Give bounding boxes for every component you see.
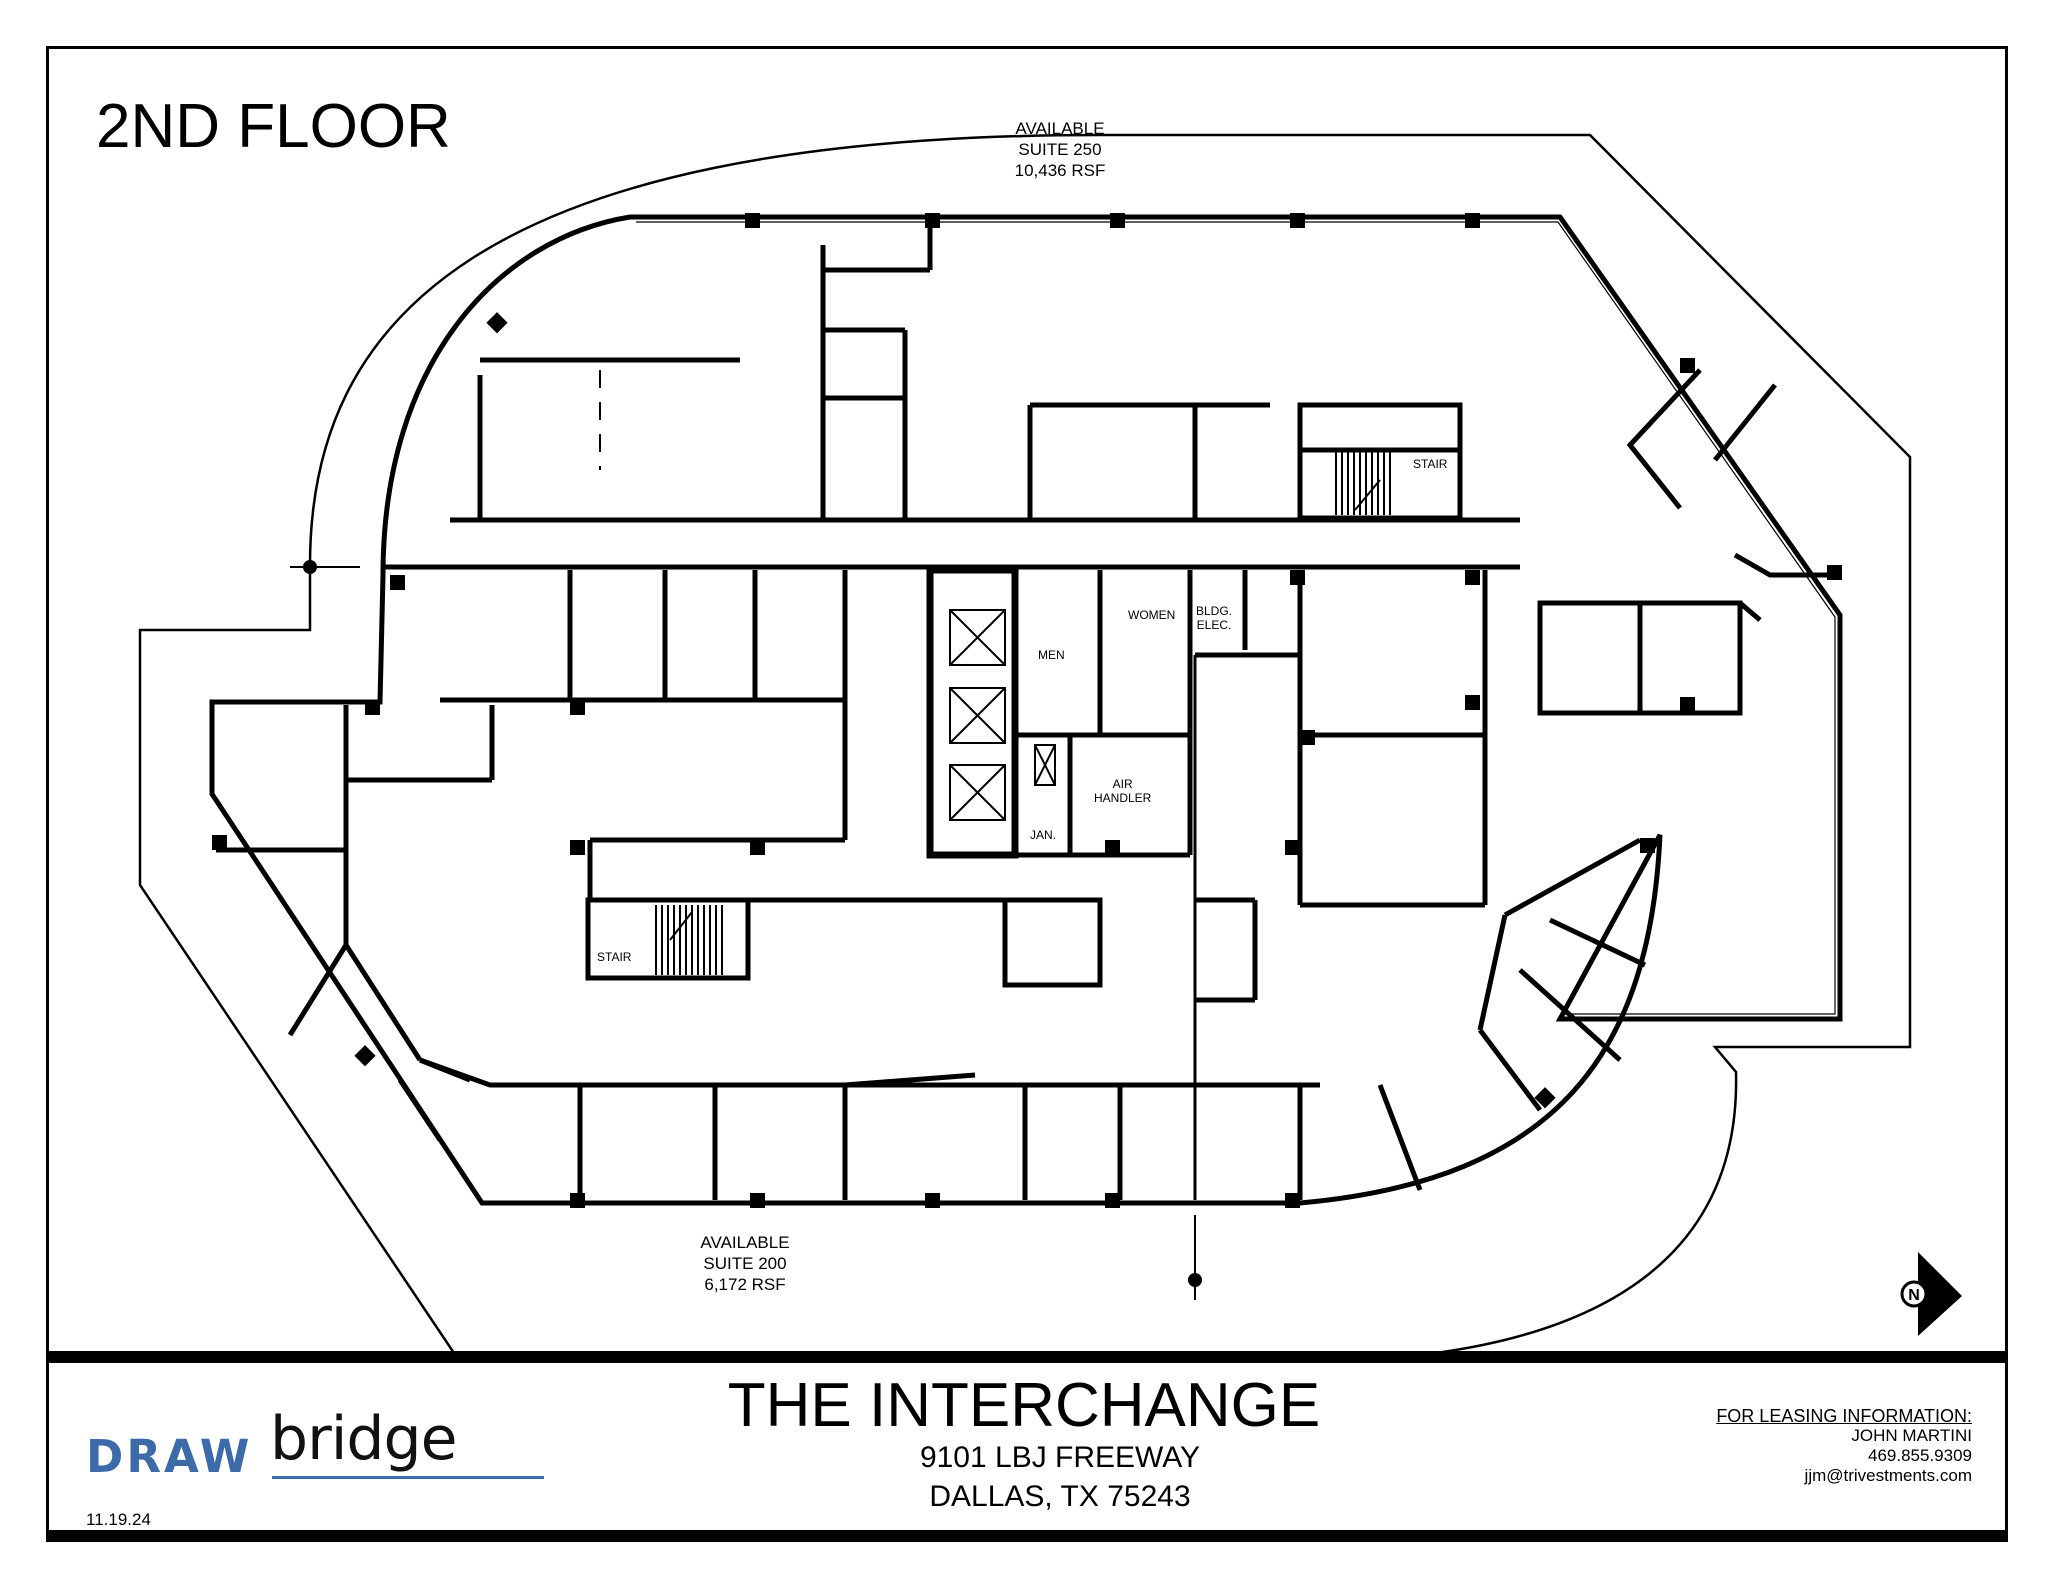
floor-plan-drawing [138, 133, 1912, 1355]
room-label-stair-south: STAIR [597, 950, 632, 964]
floor-plan: 2ND FLOOR AVAILABLE SUITE 250 10,436 RSF… [96, 92, 1962, 1355]
suite-status: AVAILABLE [700, 1233, 790, 1252]
titleblock-bottom-bar [46, 1530, 2008, 1542]
logo-underline [272, 1476, 544, 1479]
address-line-2: DALLAS, TX 75243 [929, 1480, 1191, 1513]
drawing-date: 11.19.24 [86, 1510, 151, 1529]
building-name: THE INTERCHANGE [727, 1371, 1321, 1440]
contact-phone: 469.855.9309 [1868, 1446, 1972, 1465]
suite-name: SUITE 200 [703, 1254, 787, 1273]
room-label-women: WOMEN [1128, 608, 1176, 622]
room-label-bldg-elec: BLDG. ELEC. [1196, 604, 1233, 632]
suite-status: AVAILABLE [1015, 119, 1105, 138]
building-outline [209, 214, 1843, 1206]
svg-text:N: N [1908, 1287, 1920, 1304]
site-outline [138, 133, 1912, 1355]
suite-name: SUITE 250 [1018, 140, 1102, 159]
contact-email: jjm@trivestments.com [1804, 1466, 1972, 1485]
suite-area: 6,172 RSF [704, 1275, 786, 1294]
contact-name: JOHN MARTINI [1851, 1426, 1972, 1445]
leasing-contact: FOR LEASING INFORMATION: JOHN MARTINI 46… [1716, 1406, 1972, 1486]
room-label-men: MEN [1038, 648, 1065, 662]
floor-title: 2ND FLOOR [96, 92, 451, 161]
logo-draw-text: DRAW [86, 1430, 253, 1483]
titleblock-top-bar [46, 1351, 2008, 1363]
north-arrow-icon: N [1900, 1252, 1962, 1336]
suite-area: 10,436 RSF [1014, 161, 1106, 180]
suite-250-label: AVAILABLE SUITE 250 10,436 RSF [980, 118, 1140, 181]
room-label-stair-north: STAIR [1413, 457, 1448, 471]
room-label-jan: JAN. [1030, 828, 1057, 842]
suite-200-label: AVAILABLE SUITE 200 6,172 RSF [665, 1232, 825, 1295]
logo-bridge-text: bridge [270, 1404, 458, 1474]
leasing-heading: FOR LEASING INFORMATION: [1716, 1406, 1972, 1426]
address-line-1: 9101 LBJ FREEWAY [919, 1441, 1201, 1474]
room-label-air-handler: AIR HANDLER [1094, 777, 1152, 805]
